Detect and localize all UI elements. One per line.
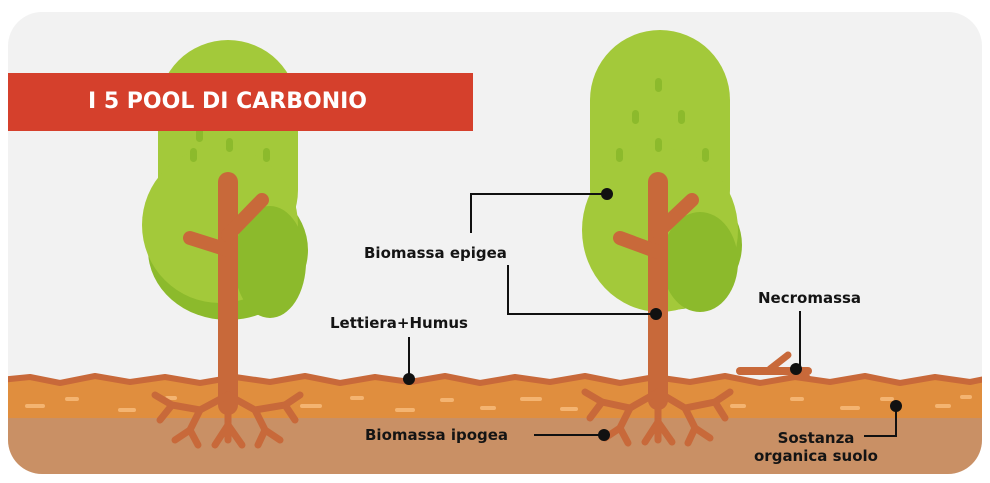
label-sostanza-line1: Sostanza bbox=[746, 429, 886, 447]
dot-deadwood bbox=[790, 363, 802, 375]
dot-soil-organic bbox=[890, 400, 902, 412]
label-sostanza-organica: Sostanza organica suolo bbox=[746, 429, 886, 465]
dot-litter bbox=[403, 373, 415, 385]
label-lettiera-humus: Lettiera+Humus bbox=[330, 314, 468, 332]
label-necromassa: Necromassa bbox=[758, 289, 861, 307]
label-sostanza-line2: organica suolo bbox=[746, 447, 886, 465]
label-biomassa-ipogea: Biomassa ipogea bbox=[365, 426, 508, 444]
dot-foliage bbox=[601, 188, 613, 200]
dot-roots bbox=[598, 429, 610, 441]
label-biomassa-epigea: Biomassa epigea bbox=[364, 244, 507, 262]
title: I 5 POOL DI CARBONIO bbox=[88, 88, 367, 116]
dot-trunk bbox=[650, 308, 662, 320]
